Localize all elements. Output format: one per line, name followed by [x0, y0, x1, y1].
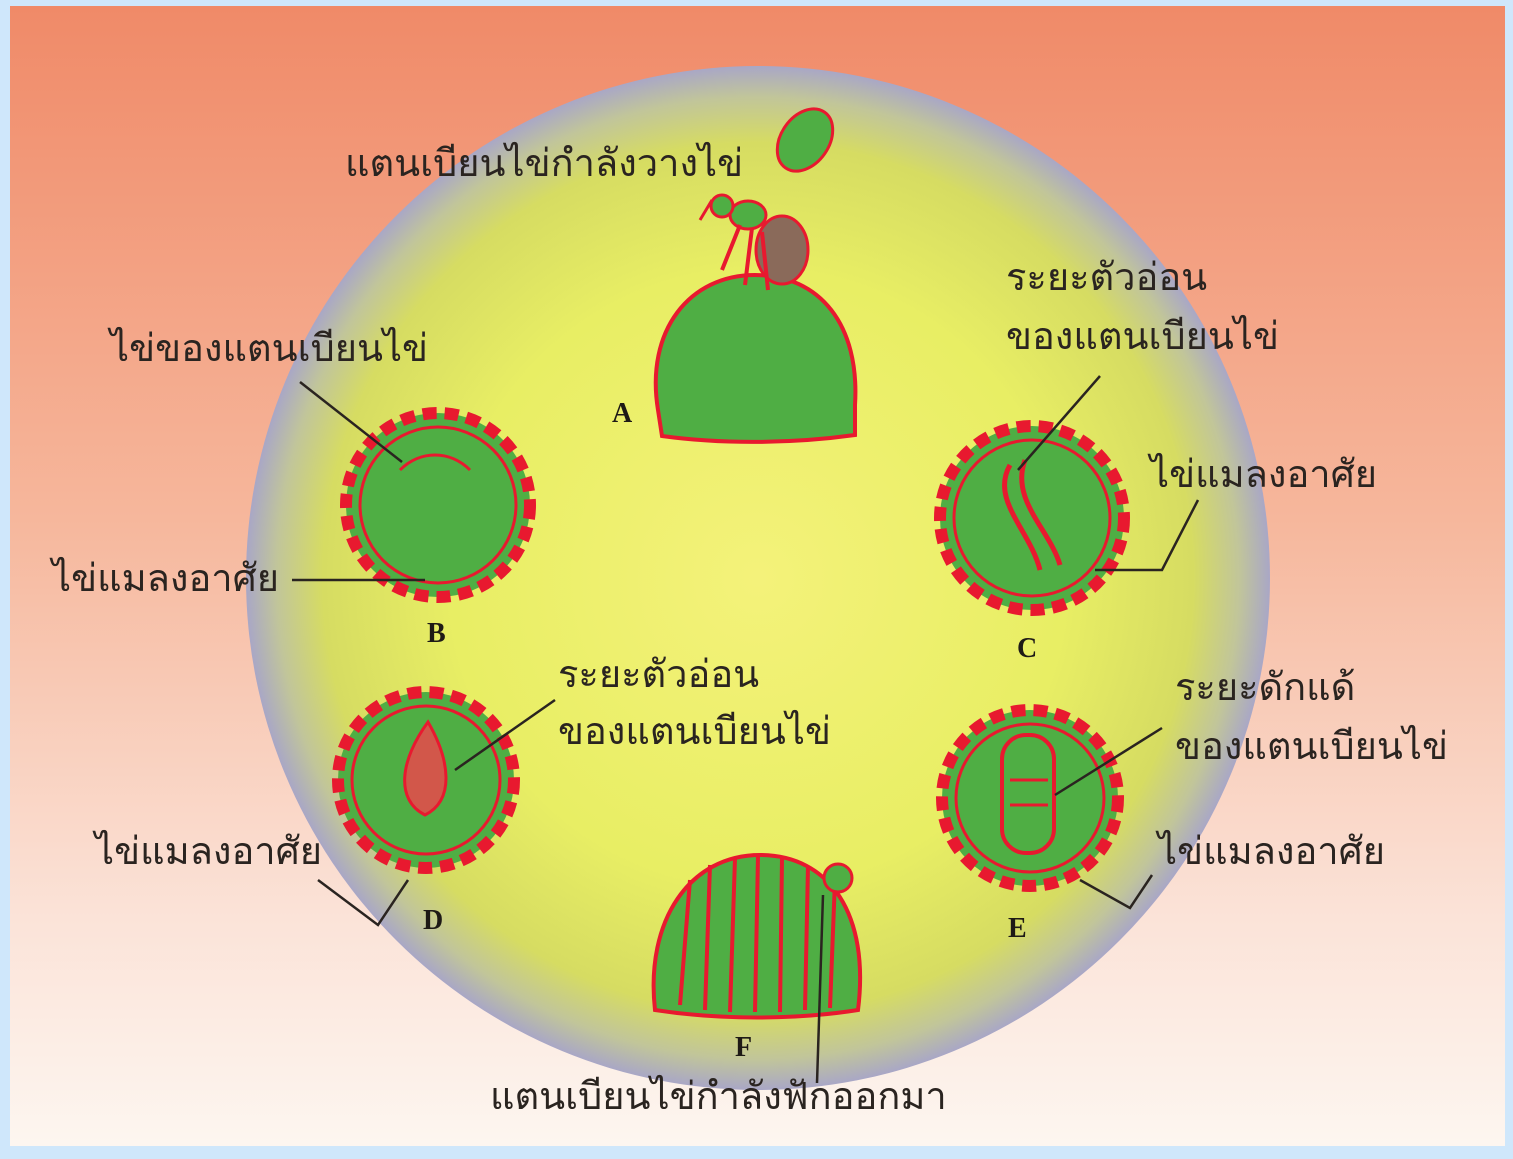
label-e-pupa-2: ของแตนเบียนไข่: [1175, 725, 1448, 769]
label-laying: แตนเบียนไข่กำลังวางไข่: [345, 142, 743, 186]
stage-letter-b: B: [427, 618, 446, 650]
label-b-host: ไข่แมลงอาศัย: [52, 557, 279, 601]
stage-letter-c: C: [1017, 633, 1037, 665]
label-d-host: ไข่แมลงอาศัย: [95, 830, 322, 874]
stage-letter-a: A: [612, 398, 632, 430]
label-c-larva-1: ระยะตัวอ่อน: [1006, 256, 1207, 300]
label-b-egg: ไข่ของแตนเบียนไข่: [110, 327, 428, 371]
stage-letter-d: D: [423, 905, 443, 937]
label-d-larva-2: ของแตนเบียนไข่: [558, 710, 831, 754]
stage-e-illustration: [942, 710, 1118, 886]
label-c-host: ไข่แมลงอาศัย: [1150, 453, 1377, 497]
stage-letter-f: F: [735, 1032, 752, 1064]
emerging-wasp-icon: [824, 864, 852, 892]
label-emerging: แตนเบียนไข่กำลังฟักออกมา: [490, 1075, 947, 1119]
label-d-larva-1: ระยะตัวอ่อน: [558, 653, 759, 697]
stage-d-illustration: [338, 692, 514, 868]
label-c-larva-2: ของแตนเบียนไข่: [1006, 315, 1279, 359]
stage-letter-e: E: [1008, 913, 1027, 945]
label-e-host: ไข่แมลงอาศัย: [1158, 830, 1385, 874]
label-e-pupa-1: ระยะดักแด้: [1175, 666, 1355, 710]
